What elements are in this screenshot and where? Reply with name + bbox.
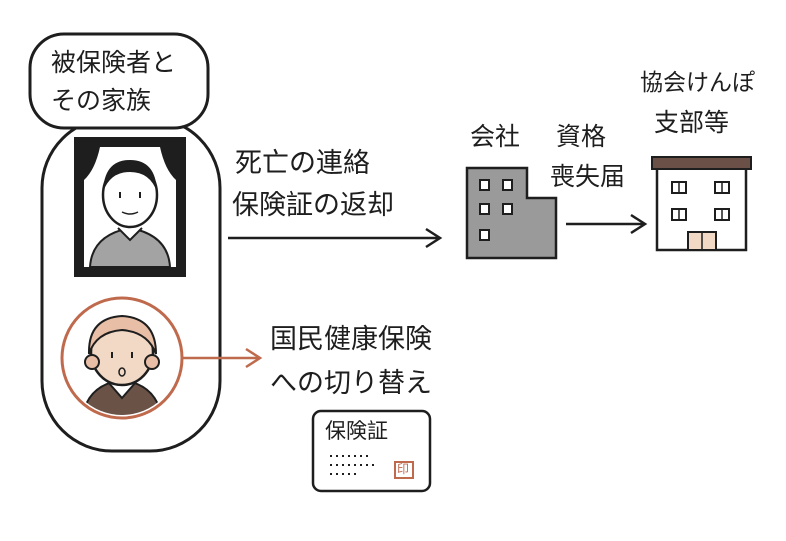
- event-label-line2: 保険証の返却: [232, 190, 394, 221]
- arrow-to-company: [228, 227, 443, 249]
- group-label-bubble: [28, 32, 210, 130]
- form-label-line2: 喪失届: [550, 162, 626, 191]
- spouse-portrait: [60, 296, 184, 420]
- arrow-to-national-insurance: [182, 347, 263, 369]
- kyokai-label-line2: 支部等: [654, 108, 730, 137]
- switch-label-line2: への切り替え: [270, 368, 432, 399]
- group-label-line2: その家族: [51, 86, 152, 115]
- event-label-line1: 死亡の連絡: [235, 148, 370, 179]
- card-stamp: 印: [397, 462, 410, 476]
- insurance-card: [311, 409, 432, 493]
- kyokai-building: [651, 156, 752, 252]
- company-building: [465, 166, 558, 260]
- arrow-to-kyokai: [566, 213, 648, 235]
- form-label-line1: 資格: [556, 122, 607, 151]
- memorial-portrait: [74, 137, 186, 277]
- card-title: 保険証: [325, 419, 388, 443]
- group-label-line1: 被保険者と: [51, 48, 177, 77]
- company-label: 会社: [470, 122, 521, 151]
- switch-label-line1: 国民健康保険: [270, 324, 432, 355]
- kyokai-label-line1: 協会けんぽ: [640, 70, 755, 96]
